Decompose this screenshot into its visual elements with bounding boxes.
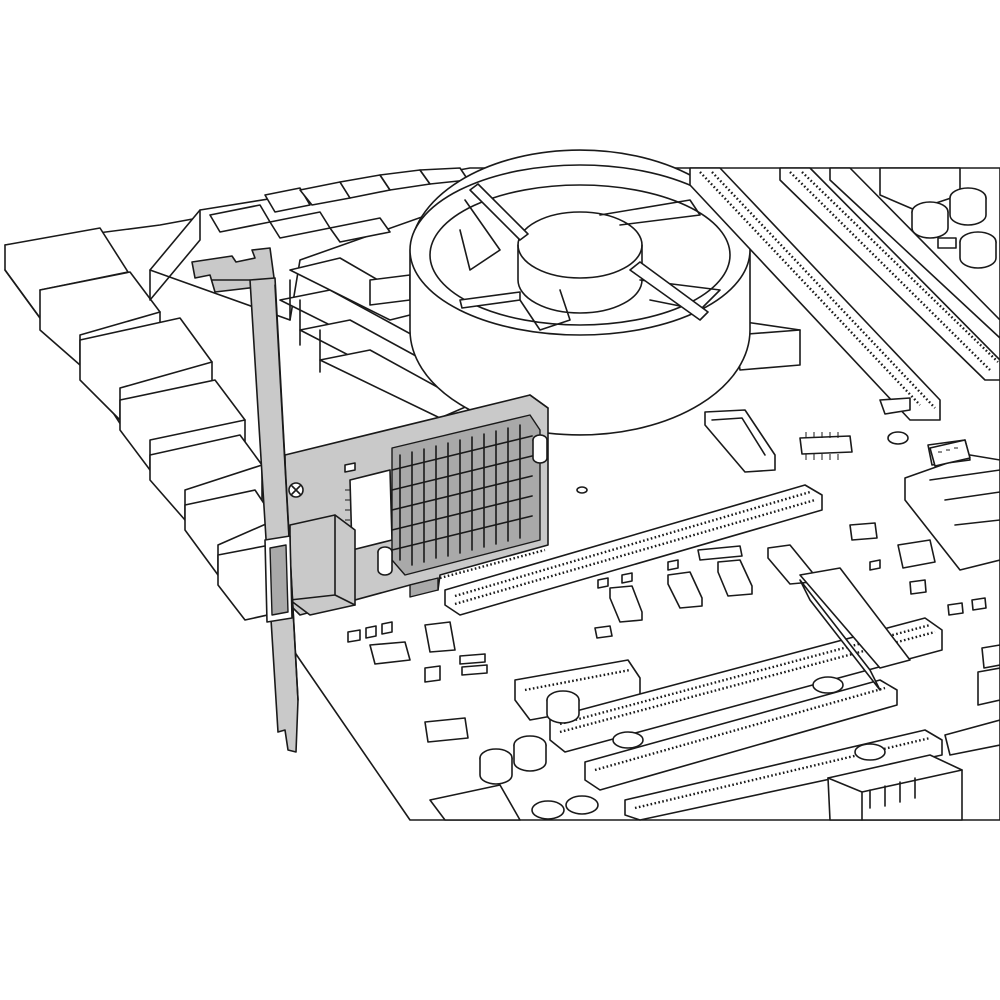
board-chips xyxy=(347,409,1000,743)
lower-capacitors xyxy=(429,676,886,821)
mounting-bracket xyxy=(191,247,299,753)
rear-io-ports xyxy=(4,227,291,621)
power-connector xyxy=(827,719,1000,821)
cpu-fan xyxy=(369,149,801,436)
capacitors xyxy=(879,167,997,269)
memory-slots xyxy=(689,167,1000,421)
pcie-network-card xyxy=(284,394,549,616)
pcie-x16-slot xyxy=(444,484,823,616)
vrm-heatsink xyxy=(149,167,471,419)
io-header xyxy=(929,439,971,467)
